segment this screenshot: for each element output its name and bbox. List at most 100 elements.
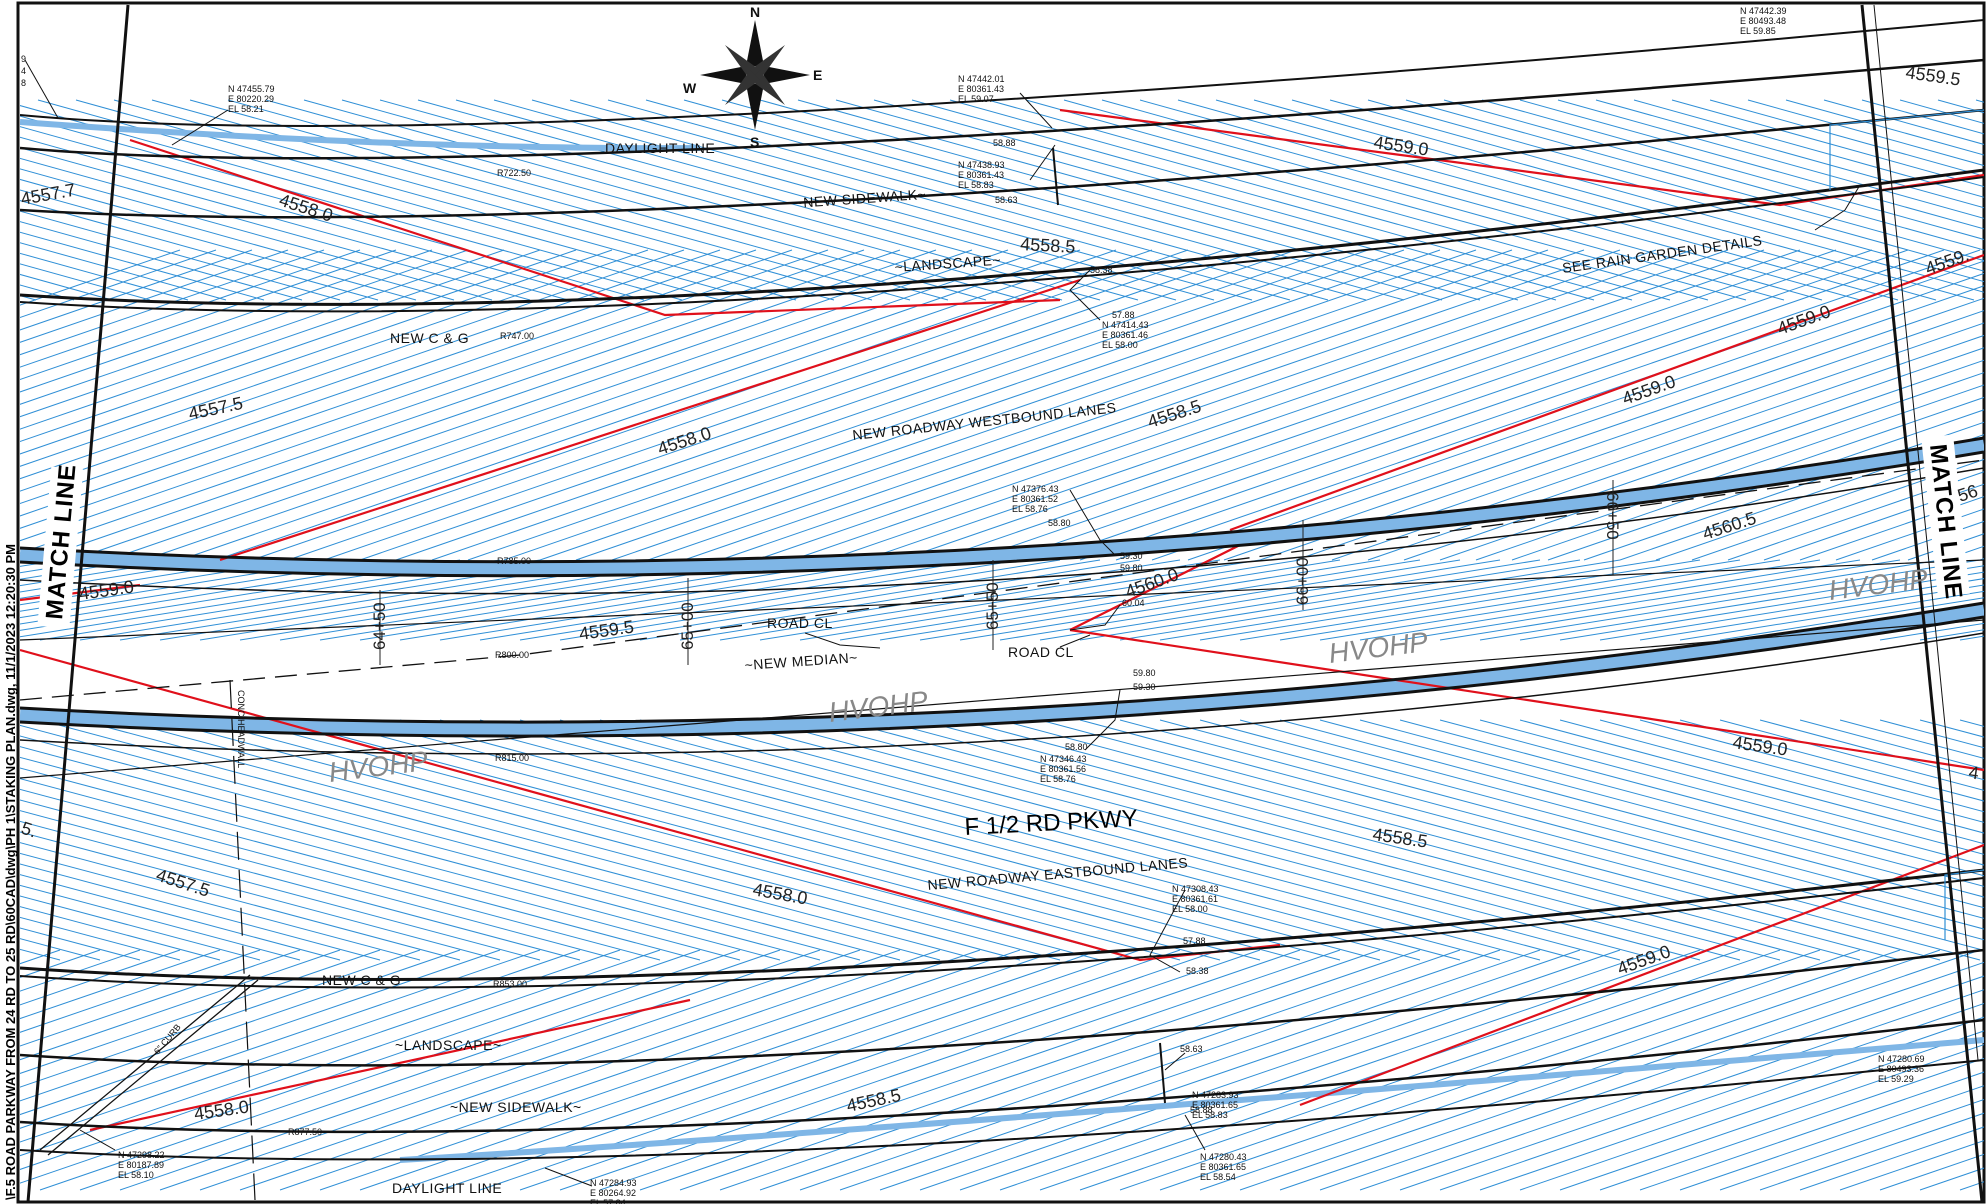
compass-sw xyxy=(725,70,760,105)
contour-line xyxy=(971,249,1873,561)
contour-line xyxy=(1039,719,1941,961)
contour-line xyxy=(379,99,1101,301)
contour-4558-top xyxy=(129,138,1061,317)
contour-line xyxy=(1479,719,1984,855)
contour-line xyxy=(1511,396,1984,561)
contour-line xyxy=(1639,719,1984,813)
coordinate-n: N 47284.93 xyxy=(590,1178,637,1188)
contour-label: 5. xyxy=(19,818,39,842)
contour-line xyxy=(1559,1044,1984,1191)
coordinate-el: EL 58.76 xyxy=(1040,774,1076,784)
contour-line xyxy=(20,863,381,961)
leader xyxy=(1149,889,1186,973)
contour-line xyxy=(1599,578,1984,641)
contour-line xyxy=(20,949,581,1143)
contour-line xyxy=(159,949,861,1191)
spot-elevation: 58.88 xyxy=(993,138,1016,148)
contour-line xyxy=(399,559,901,641)
spot-elevation: 59.80 xyxy=(1133,668,1156,678)
contour-line xyxy=(20,178,455,301)
contour-line xyxy=(20,756,781,961)
radius-label: R722.50 xyxy=(497,168,531,178)
contour-line xyxy=(395,249,1297,561)
compass-s xyxy=(746,84,764,130)
contour-line xyxy=(20,949,661,1170)
eb-edge-c xyxy=(20,632,1984,755)
contour-line xyxy=(20,949,301,1047)
radius-label: R800.00 xyxy=(495,650,529,660)
contour-line xyxy=(1861,99,1984,135)
contour-line xyxy=(575,249,1477,561)
contour-4559-right xyxy=(1229,253,1984,532)
contour-line xyxy=(20,949,541,1129)
contour-line xyxy=(519,719,1421,961)
edge-line-a xyxy=(20,58,1984,160)
coordinate-n: N 47455.79 xyxy=(228,84,275,94)
contour-line xyxy=(20,559,261,599)
contour-line xyxy=(879,719,1781,961)
spot-elevation: 57.88 xyxy=(1112,310,1135,320)
contour-line xyxy=(1519,719,1984,845)
radius-label: R785.00 xyxy=(497,556,531,566)
contour-line xyxy=(20,263,151,301)
contour-line xyxy=(20,249,397,381)
contour-line xyxy=(519,559,1021,641)
contour-line xyxy=(20,949,421,1088)
contour-line xyxy=(359,719,1261,961)
leader xyxy=(24,59,59,119)
contour-line xyxy=(1439,559,1941,641)
contour-line xyxy=(1557,99,1984,219)
curb-band-top xyxy=(20,119,701,152)
contour-line xyxy=(559,719,1461,961)
contour-line xyxy=(119,719,1021,961)
coordinate-n: N 47346.43 xyxy=(1040,754,1087,764)
cg-top-b xyxy=(20,176,1984,313)
contour-line xyxy=(20,157,531,301)
contour-line xyxy=(20,724,901,961)
contour-line xyxy=(20,927,141,961)
contour-line xyxy=(519,949,1221,1191)
spot-elevation: 58.80 xyxy=(1048,518,1071,528)
coordinate-el: EL 59.85 xyxy=(1740,26,1776,36)
coordinate-n: N 47298.22 xyxy=(118,1150,165,1160)
coordinate-el: EL 57.84 xyxy=(590,1198,626,1204)
contour-line xyxy=(20,249,757,505)
road-cl-label: ROAD CL xyxy=(767,615,833,631)
match-line-right-label: MATCH LINE xyxy=(1921,434,1970,601)
contour-line xyxy=(1719,597,1984,641)
contour-line xyxy=(20,746,821,961)
contour-line xyxy=(20,949,181,1006)
contour-line xyxy=(1619,434,1984,561)
contour-line xyxy=(719,249,1621,561)
contour-line xyxy=(919,559,1421,641)
contour-line xyxy=(1639,1071,1984,1191)
contour-line xyxy=(455,99,1177,301)
contour-line xyxy=(359,249,1261,561)
coordinate-e: E 80361.61 xyxy=(1172,894,1218,904)
contour-line xyxy=(1763,483,1984,561)
contour-line xyxy=(20,249,433,393)
spot-elevation: 60.04 xyxy=(1122,598,1145,608)
contour-line xyxy=(899,249,1801,561)
contour-line xyxy=(569,99,1291,301)
contour-line xyxy=(607,99,1329,301)
match-line-right xyxy=(1860,4,1984,1203)
contour-line xyxy=(20,249,793,517)
curb-band-bottom xyxy=(399,1037,1984,1163)
contour-line xyxy=(20,189,417,301)
contour-4559-lower xyxy=(1069,628,1984,772)
station-label: 65+00 xyxy=(678,602,697,650)
daylight-line-bottom-label: DAYLIGHT LINE xyxy=(392,1180,502,1196)
contour-line xyxy=(1151,272,1984,561)
median-line xyxy=(20,559,1984,641)
spot-elevation: 58.38 xyxy=(1186,966,1209,976)
contour-line xyxy=(1359,559,1861,641)
contour-line xyxy=(1359,975,1984,1191)
contour-line xyxy=(1039,559,1541,641)
contour-label: 4557.7 xyxy=(19,180,77,209)
contour-4559-bottom xyxy=(1299,843,1984,1107)
contour-line xyxy=(20,249,469,405)
contour-line xyxy=(999,719,1901,961)
wb-edge-b xyxy=(20,450,1984,578)
